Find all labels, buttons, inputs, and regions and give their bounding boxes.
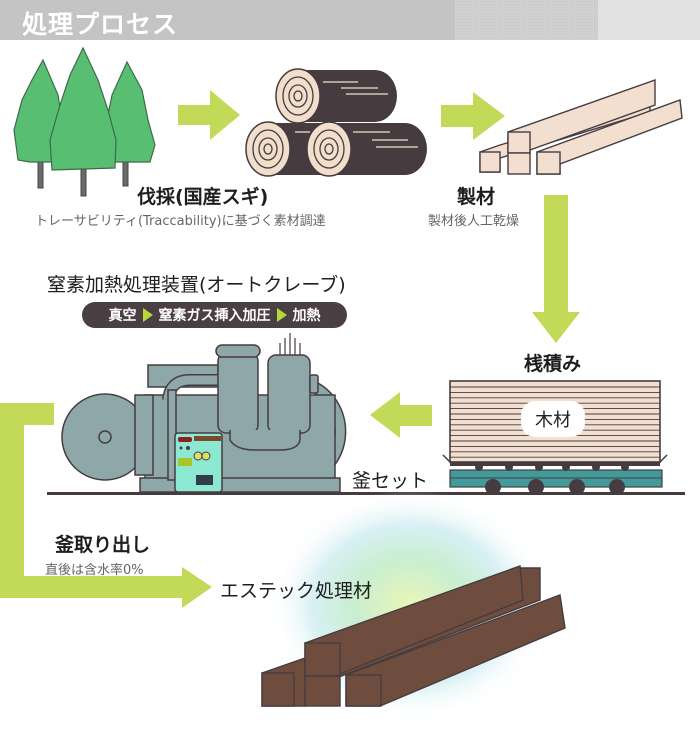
- harvest-sub: トレーサビリティ(Traccability)に基づく素材調達: [35, 214, 326, 229]
- arrow-left-icon: [370, 392, 432, 438]
- autoclave-phases: 真空 窒素ガス挿入加圧 加熱: [82, 302, 347, 328]
- loading-label: 釜セット: [352, 470, 429, 492]
- wood-tag: 木材: [521, 401, 585, 437]
- arrow-right-icon: [441, 92, 505, 140]
- treated-lumber-icon: [261, 565, 566, 707]
- phase-nitrogen-pressure: 窒素ガス挿入加圧: [158, 308, 271, 324]
- unloading-label: 釜取り出し: [55, 534, 151, 556]
- phase-arrow-icon: [142, 308, 153, 322]
- trees-icon: [13, 46, 156, 197]
- wood-cart-icon: [442, 380, 668, 495]
- logs-icon: [245, 68, 427, 177]
- unloading-sub: 直後は含水率0%: [45, 563, 144, 578]
- header-pattern: [455, 0, 598, 40]
- sawmill-sub: 製材後人工乾燥: [428, 214, 520, 229]
- header-accent: [598, 0, 700, 40]
- phase-arrow-icon: [276, 308, 287, 322]
- ground-line: [47, 492, 685, 495]
- phase-vacuum: 真空: [108, 308, 137, 324]
- page-title: 処理プロセス: [22, 10, 179, 39]
- autoclave-label: 窒素加熱処理装置(オートクレーブ): [47, 274, 346, 296]
- arrow-return-icon: [0, 403, 212, 608]
- page-header: 処理プロセス: [0, 0, 700, 40]
- autoclave-icon: [61, 333, 347, 493]
- arrow-down-icon: [532, 195, 580, 343]
- stacking-label: 桟積み: [524, 353, 582, 375]
- arrow-right-icon: [178, 90, 240, 140]
- harvest-label: 伐採(国産スギ): [137, 186, 269, 208]
- sawmill-label: 製材: [457, 186, 496, 208]
- result-label: エステック処理材: [220, 580, 373, 602]
- lumber-icon: [479, 79, 683, 175]
- phase-heating: 加熱: [292, 308, 321, 324]
